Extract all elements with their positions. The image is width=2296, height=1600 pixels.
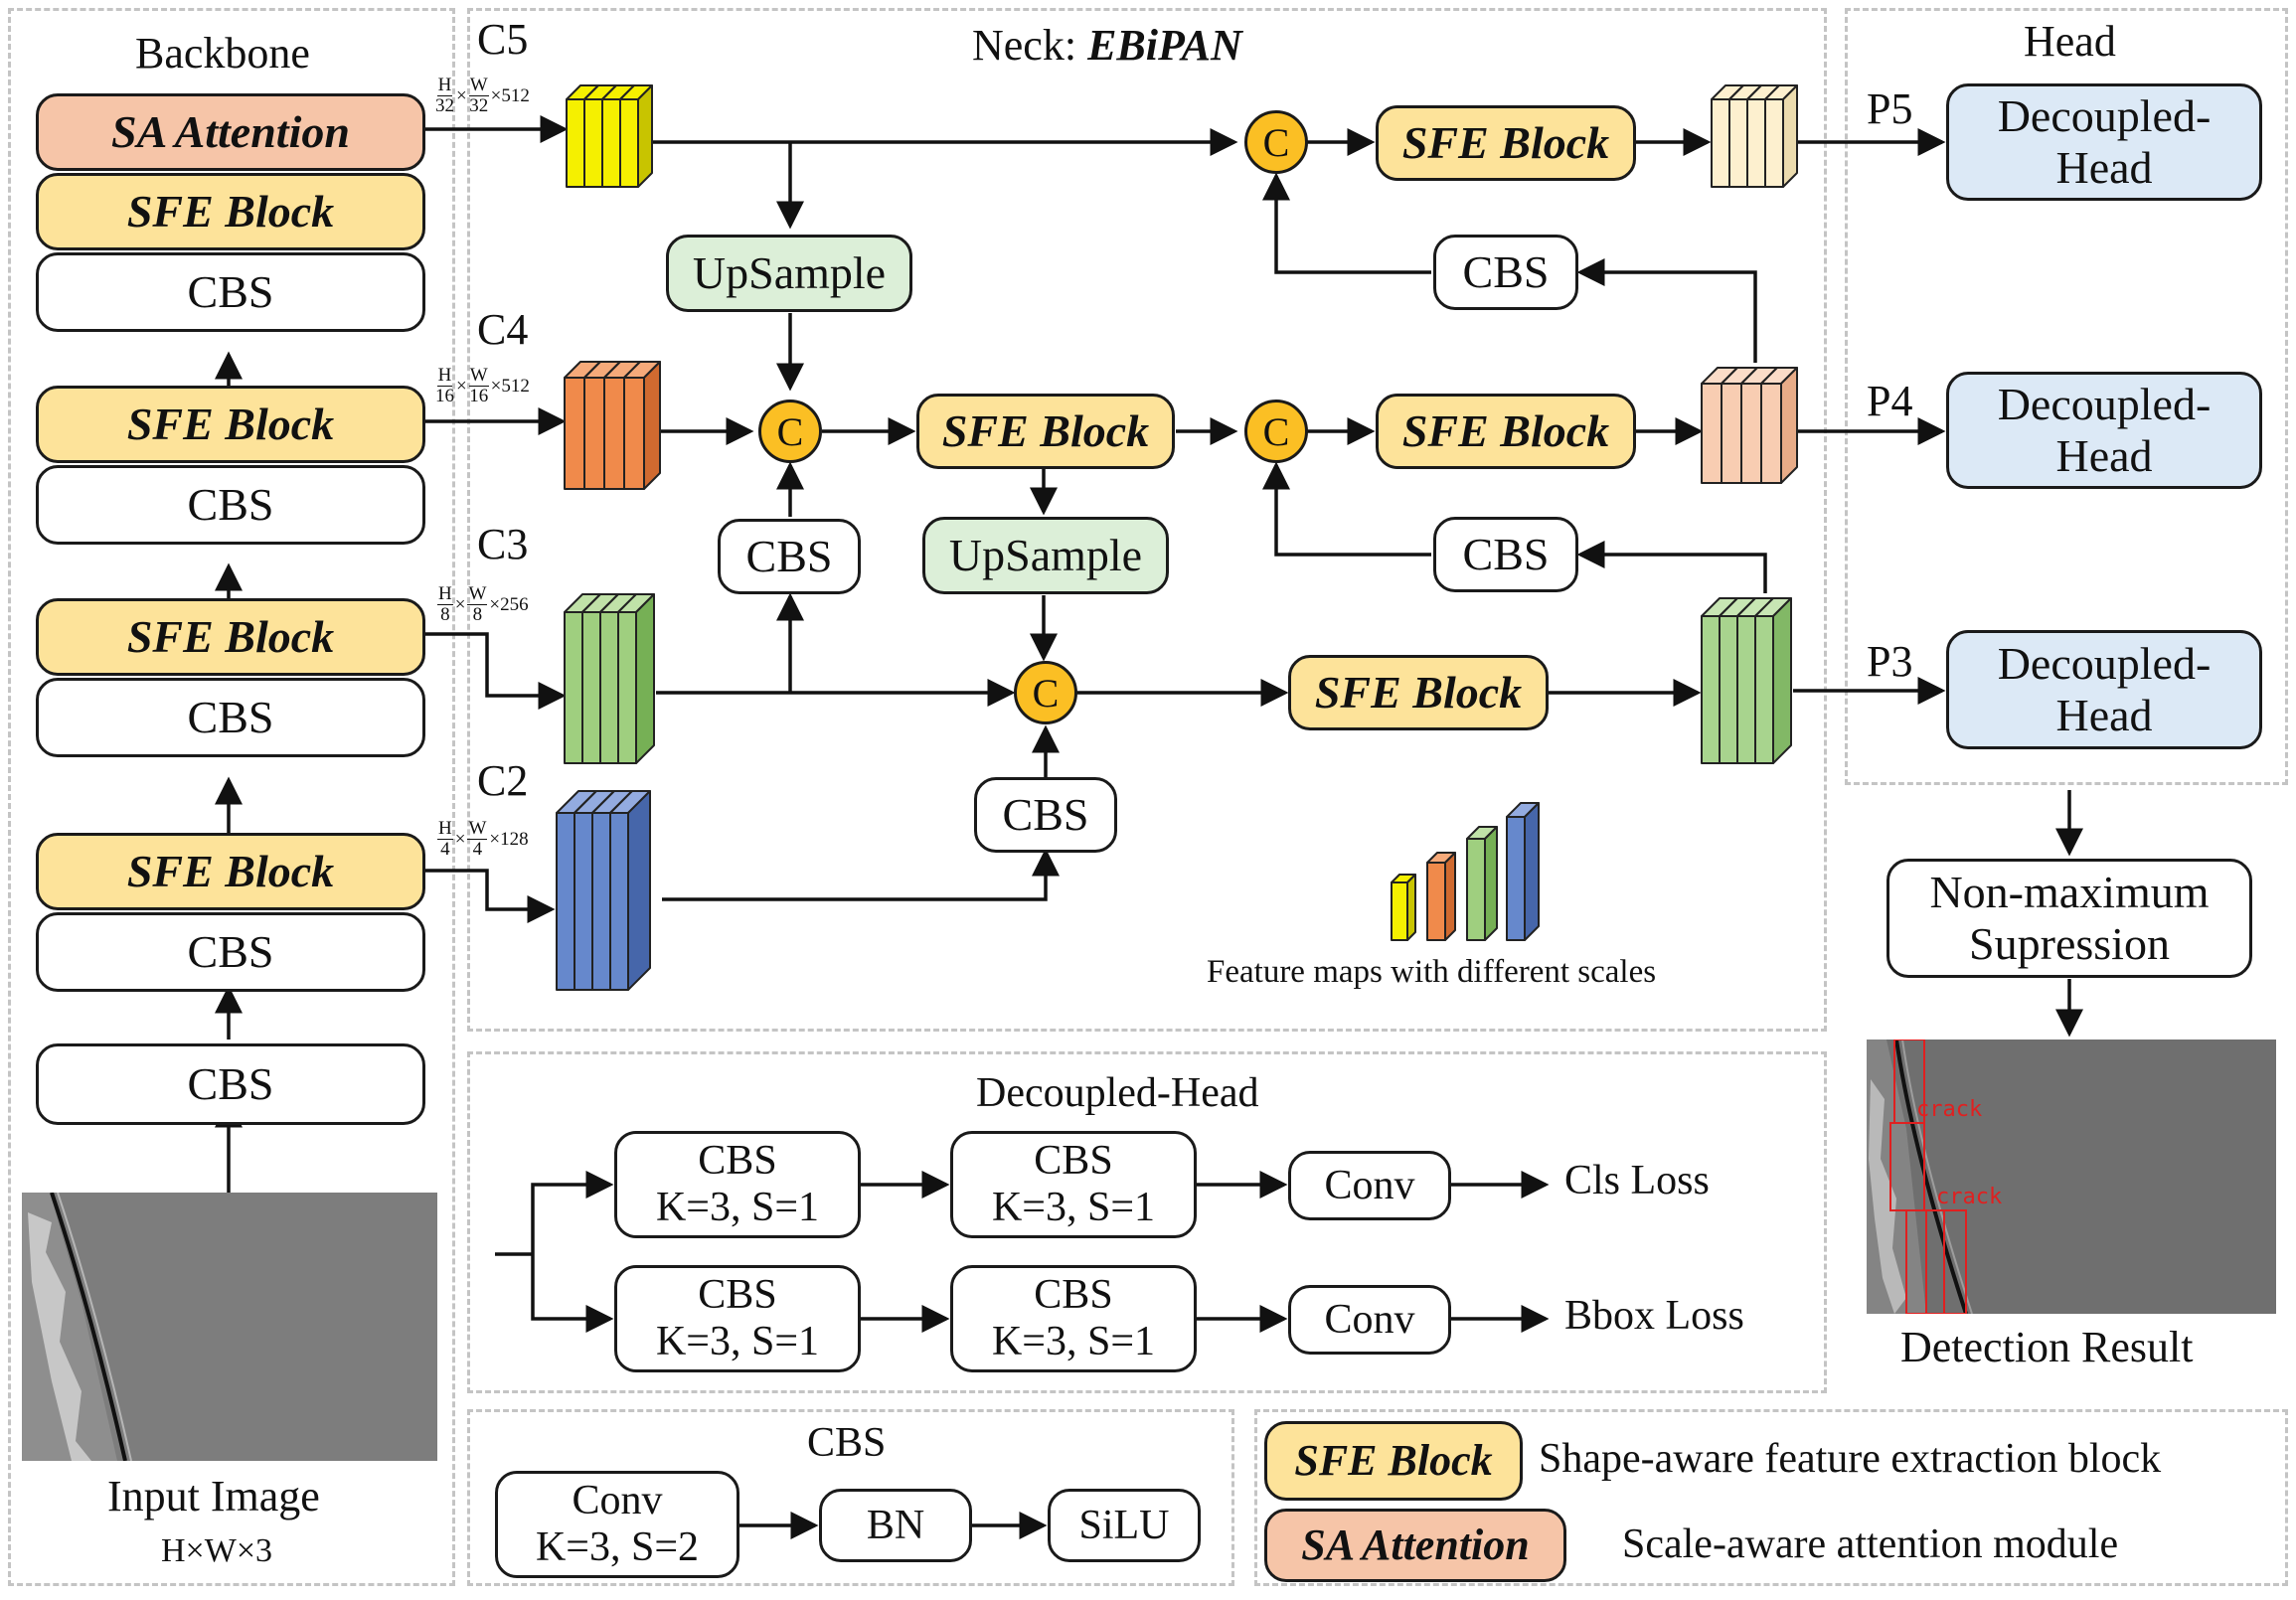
legend-sfe-swatch: SFE Block — [1264, 1421, 1523, 1501]
neck-cbs-c3-up: CBS — [718, 519, 861, 594]
legend-sa-desc: Scale-aware attention module — [1622, 1521, 2119, 1567]
cbs-detail-title: CBS — [807, 1420, 887, 1466]
input-image-graphic — [22, 1193, 437, 1461]
head-p5-label: P5 — [1867, 84, 1913, 133]
backbone-cbs-4: CBS — [36, 465, 425, 545]
neck-sfe-c4-out: SFE Block — [1376, 394, 1636, 469]
dh-bbox-conv: Conv — [1288, 1285, 1451, 1355]
decoupled-head-p3: Decoupled-Head — [1946, 630, 2262, 749]
decoupled-head-p4: Decoupled-Head — [1946, 372, 2262, 489]
cbs-detail-silu: SiLU — [1048, 1489, 1201, 1562]
backbone-region — [8, 8, 455, 1586]
head-p4-label: P4 — [1867, 377, 1913, 425]
detection-label-1: crack — [1916, 1097, 1983, 1122]
level-label-c4: C4 — [477, 305, 529, 354]
decoupled-head-p5: Decoupled-Head — [1946, 83, 2262, 201]
input-image-dims: H×W×3 — [161, 1532, 272, 1569]
decoupled-detail-region — [467, 1051, 1827, 1393]
legend-sfe-desc: Shape-aware feature extraction block — [1539, 1436, 2162, 1482]
neck-title-name: EBiPAN — [1087, 21, 1242, 70]
neck-title: Neck: EBiPAN — [972, 20, 1242, 71]
feature-map-c4 — [564, 361, 661, 490]
backbone-sfe-block-2: SFE Block — [36, 598, 425, 676]
decoupled-detail-title: Decoupled-Head — [976, 1070, 1259, 1116]
backbone-cbs-5: CBS — [36, 252, 425, 332]
legend-sa-swatch: SA Attention — [1264, 1509, 1566, 1582]
bbox-loss-label: Bbox Loss — [1564, 1293, 1744, 1339]
level-label-c5: C5 — [477, 15, 529, 64]
cbs-detail-region — [467, 1409, 1234, 1586]
backbone-title: Backbone — [135, 29, 310, 78]
neck-sfe-c3-out: SFE Block — [1288, 655, 1549, 730]
neck-cbs-bu-top: CBS — [1433, 235, 1578, 310]
level-label-c2: C2 — [477, 756, 529, 805]
input-image — [22, 1193, 437, 1461]
backbone-sfe-block-4: SFE Block — [36, 173, 425, 250]
concat-c4-td: C — [758, 400, 822, 463]
feature-map-c2 — [556, 790, 651, 991]
neck-region — [467, 8, 1827, 1032]
neck-cbs-bu-mid: CBS — [1433, 517, 1578, 592]
neck-title-prefix: Neck: — [972, 21, 1088, 70]
detection-result-label: Detection Result — [1900, 1323, 2194, 1371]
head-region — [1845, 8, 2288, 785]
legend-region — [1254, 1409, 2288, 1586]
feature-map-p4 — [1701, 367, 1798, 484]
backbone-sfe-block-1: SFE Block — [36, 833, 425, 910]
dh-cls-conv: Conv — [1288, 1151, 1451, 1220]
scale-legend-graphic — [1391, 802, 1540, 941]
upsample-top: UpSample — [666, 235, 912, 312]
feature-map-c5 — [566, 84, 653, 188]
cbs-detail-bn: BN — [819, 1489, 972, 1562]
feature-maps-caption: Feature maps with different scales — [1207, 954, 1657, 990]
cls-loss-label: Cls Loss — [1564, 1158, 1710, 1203]
detection-result-image: crack crack — [1867, 1040, 2276, 1314]
feature-map-c3 — [564, 593, 655, 764]
concat-c4-bu: C — [1244, 400, 1308, 463]
backbone-sa-attention: SA Attention — [36, 93, 425, 171]
head-title: Head — [2024, 17, 2116, 66]
backbone-cbs-1: CBS — [36, 1043, 425, 1125]
neck-sfe-td-c4: SFE Block — [916, 394, 1175, 469]
level-label-c3: C3 — [477, 520, 529, 568]
feature-map-p5 — [1711, 84, 1798, 188]
detection-label-2: crack — [1936, 1185, 2003, 1209]
upsample-mid: UpSample — [922, 517, 1169, 594]
feature-map-p3 — [1701, 597, 1792, 764]
head-p3-label: P3 — [1867, 637, 1913, 686]
backbone-cbs-2: CBS — [36, 912, 425, 992]
detection-result-graphic — [1867, 1040, 2276, 1314]
input-image-label: Input Image — [107, 1472, 320, 1520]
concat-c3: C — [1014, 661, 1077, 724]
backbone-sfe-block-3: SFE Block — [36, 386, 425, 463]
neck-sfe-c5-out: SFE Block — [1376, 105, 1636, 181]
concat-c5: C — [1244, 110, 1308, 174]
neck-cbs-c2: CBS — [974, 777, 1117, 853]
backbone-cbs-3: CBS — [36, 678, 425, 757]
